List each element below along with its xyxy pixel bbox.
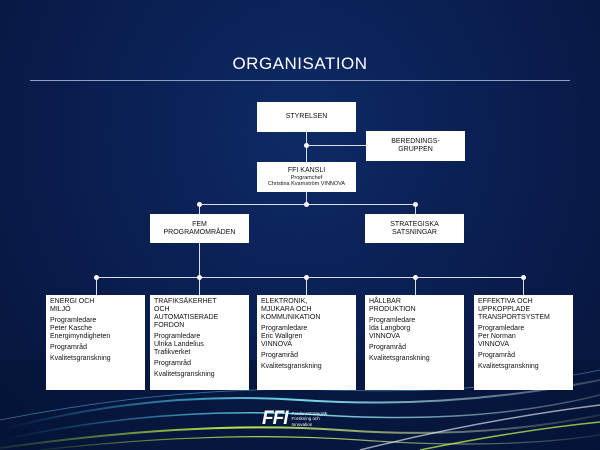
connector-node <box>412 201 418 207</box>
fem-label-line1: FEM <box>192 220 207 228</box>
area-council: Programråd <box>478 352 515 359</box>
area-heading: ENERGI OCH MILJÖ <box>50 298 95 313</box>
area-review: Kvalitetsgranskning <box>261 363 322 370</box>
connector-node <box>196 274 202 280</box>
connector-area-4 <box>415 277 416 295</box>
strategiska-label-line2: SATSNINGAR <box>392 228 437 236</box>
area-council: Programråd <box>369 344 406 351</box>
area-council: Programråd <box>154 360 191 367</box>
connector-node <box>303 201 309 207</box>
connector-node <box>412 274 418 280</box>
area-heading: TRAFIKSÄKERHET OCH AUTOMATISERADE FORDON <box>154 298 219 329</box>
area-leader: Programledare Ida Langborg VINNOVA <box>369 317 416 340</box>
area-leader: Programledare Ulrika Landelius Trafikver… <box>154 333 204 356</box>
ffi-logo-text: Fordonsstrategisk Forskning och Innovati… <box>291 410 328 427</box>
strategiska-satsningar-box: STRATEGISKA SATSNINGAR <box>365 214 464 243</box>
beredningsgruppen-box: BEREDNINGS- GRUPPEN <box>366 131 465 161</box>
area-review: Kvalitetsgranskning <box>50 355 111 362</box>
area-effektiva-transportsystem: EFFEKTIVA OCH UPPKOPPLADE TRANSPORTSYSTE… <box>474 295 573 390</box>
styrelsen-box: STYRELSEN <box>257 102 356 132</box>
connector-area-2 <box>199 277 200 295</box>
kansli-person: Christina Kvarnström VINNOVA <box>267 181 346 187</box>
connector-kansli-down <box>306 192 307 204</box>
connector-fem-up <box>199 204 200 214</box>
area-hallbar-produktion: HÅLLBAR PRODUKTION Programledare Ida Lan… <box>365 295 464 390</box>
area-leader: Programledare Per Norman VINNOVA <box>478 325 525 348</box>
connector-node <box>93 274 99 280</box>
connector-node <box>520 274 526 280</box>
connector-area-1 <box>96 277 97 295</box>
area-review: Kvalitetsgranskning <box>478 363 539 370</box>
area-review: Kvalitetsgranskning <box>154 371 215 378</box>
kansli-role: Programchef <box>290 175 323 181</box>
area-energi-miljo: ENERGI OCH MILJÖ Programledare Peter Kas… <box>46 295 145 390</box>
connector-strategiska-up <box>415 204 416 214</box>
connector-node <box>196 201 202 207</box>
ffi-logo: FFI Fordonsstrategisk Forskning och Inno… <box>262 408 327 430</box>
ffi-kansli-box: FFI KANSLI Programchef Christina Kvarnst… <box>257 162 356 192</box>
area-heading: HÅLLBAR PRODUKTION <box>369 298 416 313</box>
beredning-label-line2: GRUPPEN <box>398 146 433 153</box>
connector-beredning <box>306 145 366 146</box>
area-council: Programråd <box>50 344 87 351</box>
area-heading: EFFEKTIVA OCH UPPKOPPLADE TRANSPORTSYSTE… <box>478 298 550 321</box>
area-leader: Programledare Eric Wallgren VINNOVA <box>261 325 308 348</box>
ffi-logo-mark: FFI <box>262 408 288 429</box>
area-council: Programråd <box>261 352 298 359</box>
area-review: Kvalitetsgranskning <box>369 355 430 362</box>
area-heading: ELEKTRONIK, MJUKARA OCH KOMMUNIKATION <box>261 298 321 321</box>
fem-programomraden-box: FEM PROGRAMOMRÅDEN <box>150 214 249 243</box>
connector-node <box>303 142 309 148</box>
area-trafiksakerhet: TRAFIKSÄKERHET OCH AUTOMATISERADE FORDON… <box>150 295 249 390</box>
title-divider <box>30 80 570 81</box>
connector-area-3 <box>306 277 307 295</box>
kansli-title: FFI KANSLI <box>287 167 326 174</box>
connector-area-5 <box>523 277 524 295</box>
area-elektronik: ELEKTRONIK, MJUKARA OCH KOMMUNIKATION Pr… <box>257 295 356 390</box>
beredning-label-line1: BEREDNINGS- <box>391 138 440 145</box>
area-leader: Programledare Peter Kasche Energimyndigh… <box>50 317 111 340</box>
strategiska-label-line1: STRATEGISKA <box>390 220 439 228</box>
connector-areas-horizontal <box>96 277 524 278</box>
connector-node <box>303 274 309 280</box>
styrelsen-label: STYRELSEN <box>285 113 328 120</box>
connector-fem-down <box>199 243 200 277</box>
page-title: ORGANISATION <box>232 54 368 73</box>
fem-label-line2: PROGRAMOMRÅDEN <box>163 228 236 236</box>
